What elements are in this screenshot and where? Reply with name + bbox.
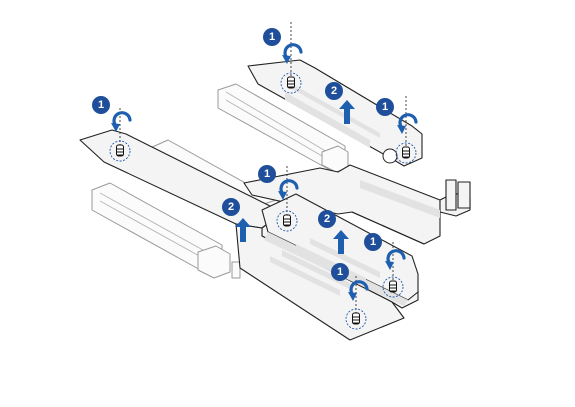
- step-1-badge: 1: [258, 165, 276, 183]
- screw-icon: [345, 308, 367, 330]
- up-arrow-icon: [333, 230, 349, 254]
- up-arrow-icon: [235, 218, 251, 242]
- m2-slot-bottom-ghost: [91, 182, 241, 279]
- screw-icon: [280, 72, 302, 94]
- up-arrow-icon: [339, 100, 355, 124]
- svg-text:2: 2: [324, 213, 330, 225]
- rotate-ccw-arrow-icon: [397, 113, 418, 134]
- svg-text:1: 1: [382, 101, 388, 113]
- step-1-badge: 1: [92, 96, 110, 114]
- step-1-badge: 1: [364, 233, 382, 251]
- rotate-ccw-arrow-icon: [348, 280, 369, 301]
- step-1-badge: 1: [376, 98, 394, 116]
- svg-text:2: 2: [331, 85, 337, 97]
- step-1-badge: 1: [331, 263, 349, 281]
- svg-text:1: 1: [370, 236, 376, 248]
- step-1-badge: 1: [263, 28, 281, 46]
- rotate-ccw-arrow-icon: [111, 111, 132, 132]
- svg-text:1: 1: [264, 168, 270, 180]
- center-bracket-plate: [243, 164, 471, 245]
- rotate-ccw-arrow-icon: [278, 179, 299, 200]
- step-2-badge: 2: [325, 82, 343, 100]
- svg-text:1: 1: [98, 99, 104, 111]
- svg-text:2: 2: [228, 201, 234, 213]
- svg-text:1: 1: [337, 266, 343, 278]
- step-2-badge: 2: [318, 210, 336, 228]
- m2-slot-top-ghost: [217, 83, 349, 173]
- screw-icon: [276, 210, 298, 232]
- screw-icon: [382, 276, 404, 298]
- rotate-ccw-arrow-icon: [282, 43, 303, 64]
- rotate-ccw-arrow-icon: [385, 249, 406, 270]
- svg-text:1: 1: [269, 31, 275, 43]
- screw-icon: [109, 140, 131, 162]
- step-2-badge: 2: [222, 198, 240, 216]
- screw-icon: [395, 142, 417, 164]
